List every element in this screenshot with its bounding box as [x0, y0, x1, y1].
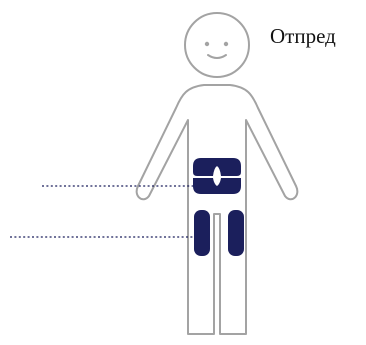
navel [214, 173, 220, 179]
body-outline [137, 85, 298, 334]
left-eye [205, 42, 209, 46]
front-view-label: Отпред [270, 26, 336, 47]
right-thigh-site [228, 210, 244, 256]
mouth [208, 55, 226, 58]
head-outline [185, 13, 249, 77]
abdomen-injection-site [193, 158, 241, 194]
left-thigh-site [194, 210, 210, 256]
smiling-face-icon [185, 13, 249, 77]
right-eye [224, 42, 228, 46]
